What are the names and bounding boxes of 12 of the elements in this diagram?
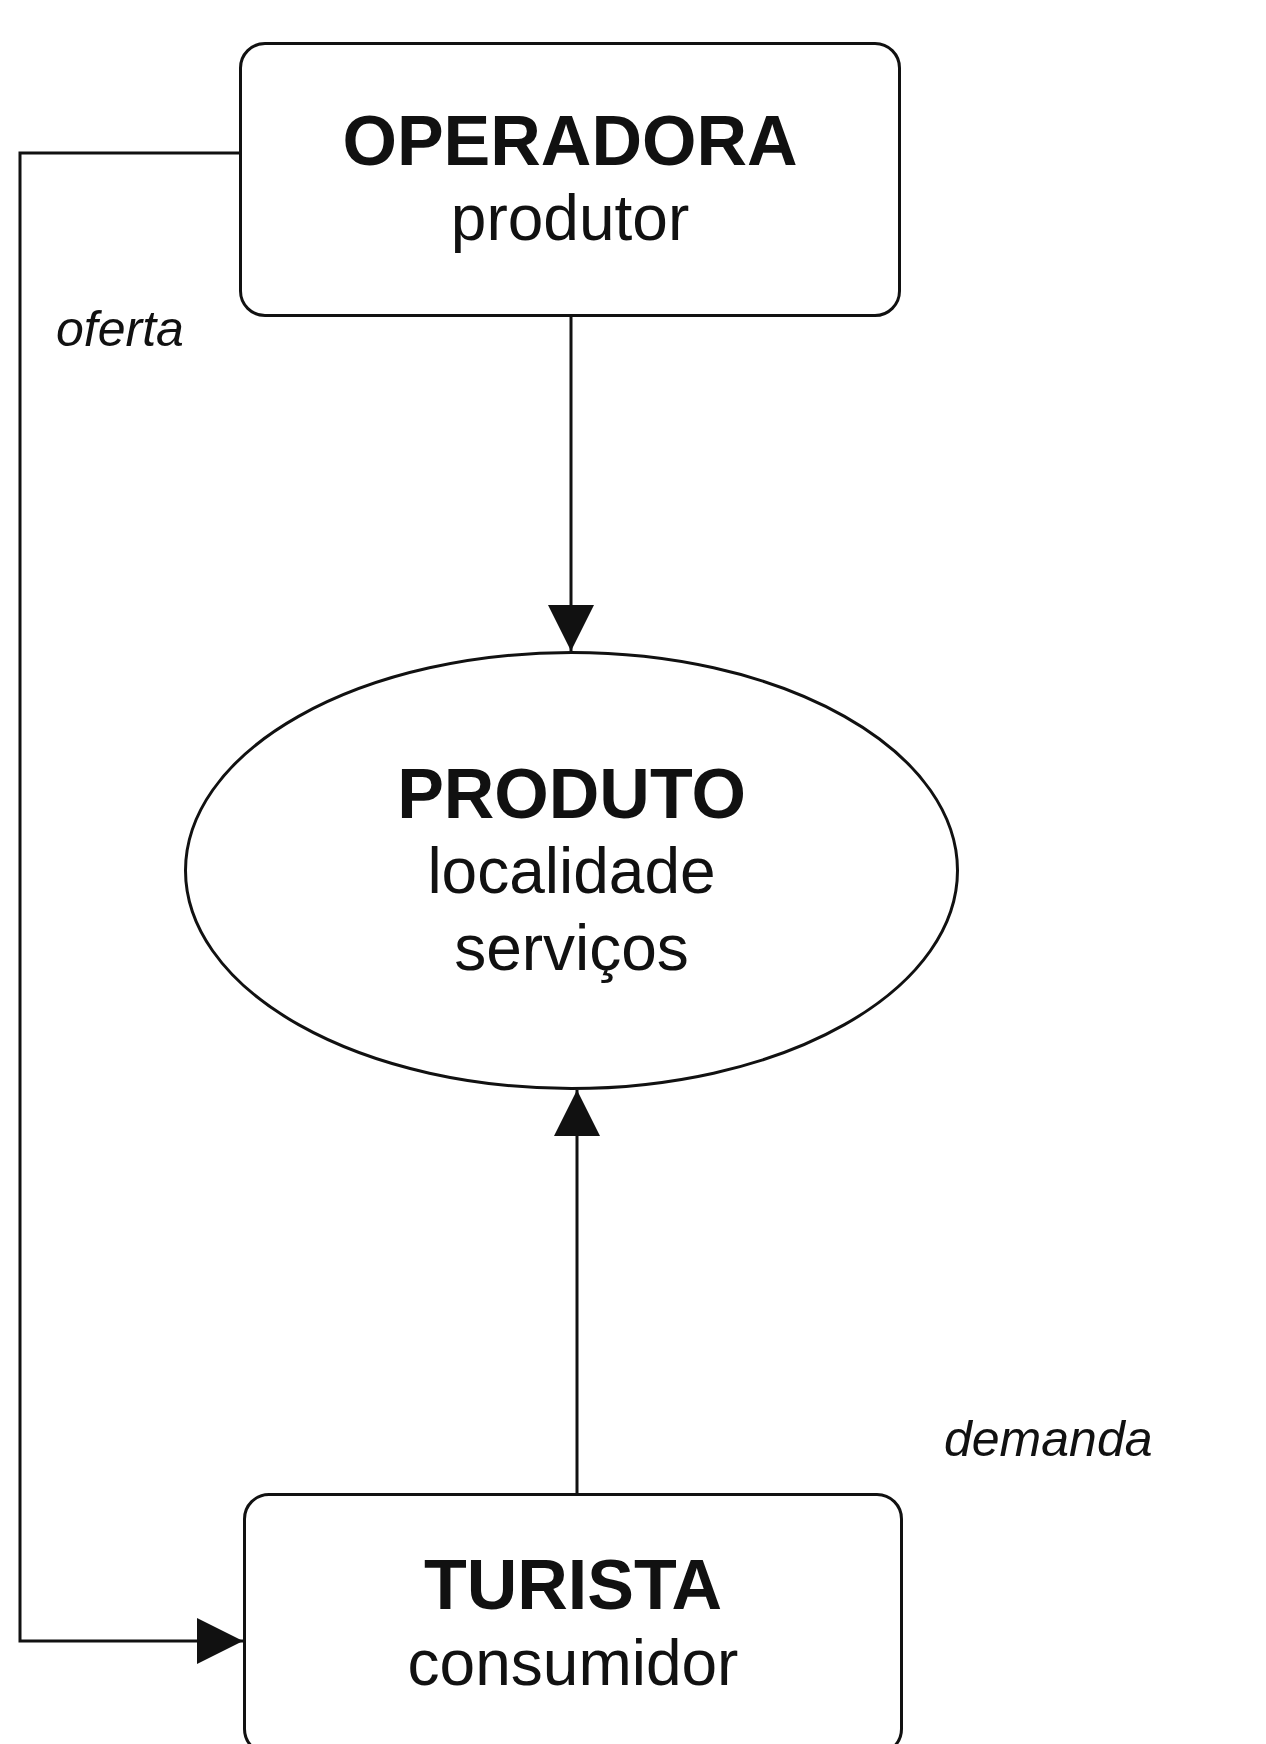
node-subtitle: consumidor	[407, 1625, 739, 1701]
arrow	[18, 151, 243, 1664]
arrow	[548, 317, 594, 651]
arrow	[554, 1090, 600, 1493]
node-subtitle: localidade serviços	[426, 833, 717, 986]
node-subtitle: produtor	[450, 181, 690, 257]
node-title: TURISTA	[423, 1546, 723, 1625]
ellipse-node	[184, 651, 959, 1090]
node-title: PRODUTO	[397, 754, 746, 833]
rounded-box	[243, 1493, 903, 1744]
rounded-box	[239, 42, 901, 317]
node-title: OPERADORA	[342, 101, 798, 181]
